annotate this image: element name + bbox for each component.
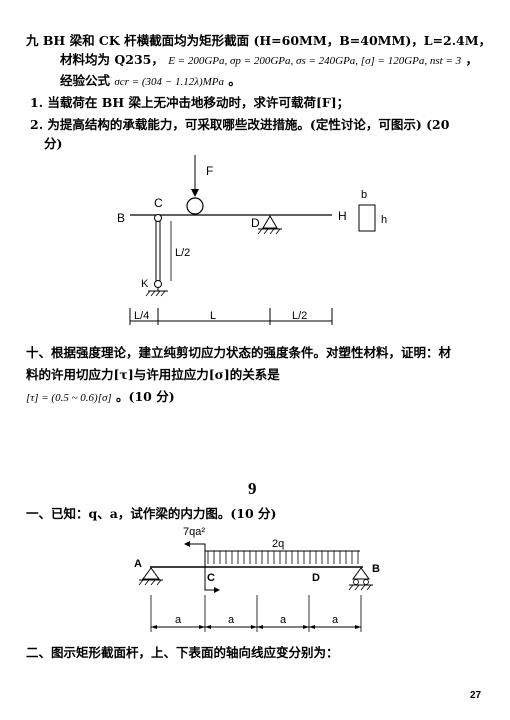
problem9-line3: 经验公式 σcr = (304 − 1.12λ)MPa 。 [60, 73, 241, 90]
problem9-material: 材料均为 Q235， [60, 52, 164, 67]
problem10-line2: 料的许用切应力[τ]与许用拉应力[σ]的关系是 [26, 367, 280, 382]
problem9-line1: 九 BH 梁和 CK 杆横截面均为矩形截面 (H=60MM，B=40MM)，L=… [26, 33, 492, 48]
label-A: A [134, 558, 142, 570]
problem9-question1: 1. 当载荷在 BH 梁上无冲击地移动时，求许可载荷[F]； [30, 95, 350, 110]
label-b: b [361, 189, 367, 201]
load-label: 2q [272, 538, 284, 550]
figure1-beam-column: F B H C K L/2 D b h [117, 155, 387, 325]
problem9-line2: 材料均为 Q235， E = 200GPa, σp = 200GPa, σs =… [60, 52, 478, 69]
dim-a4: a [332, 614, 339, 626]
dim-quarter: L/4 [134, 310, 149, 322]
problem10-line1: 十、根据强度理论，建立纯剪切应力状态的强度条件。对塑性材料，证明：材 [26, 345, 452, 360]
dim-L: L [210, 310, 216, 322]
label-F: F [206, 164, 213, 178]
label-K: K [141, 278, 149, 290]
problem9-properties-formula: E = 200GPa, σp = 200GPa, σs = 240GPa, [σ… [168, 55, 462, 67]
label-D: D [251, 216, 260, 230]
problem9-question2-cont: 分) [44, 136, 63, 151]
label-h: h [381, 214, 387, 226]
label-B2: B [372, 563, 380, 575]
label-D2: D [312, 572, 320, 584]
problem-a-line: 一、已知：q、a，试作梁的内力图。(10 分) [26, 506, 277, 521]
problem9-line3-end: 。 [228, 73, 241, 88]
problem-b-line: 二、图示矩形截面杆，上、下表面的轴向线应变分别为： [26, 645, 339, 660]
problem9-question2: 2. 为提高结构的承载能力，可采取哪些改进措施。(定性讨论，可图示) (20 [30, 117, 450, 132]
problem10-line3-end: 。(10 分) [116, 389, 175, 404]
problem9-empirical-label: 经验公式 [60, 73, 111, 88]
label-C: C [154, 196, 163, 210]
dim-a1: a [175, 614, 182, 626]
problem10-line3: [τ] = (0.5 ~ 0.6)[σ] 。(10 分) [26, 389, 175, 406]
label-B: B [117, 211, 125, 225]
problem9-empirical-formula: σcr = (304 − 1.12λ)MPa [114, 76, 225, 88]
page-number: 27 [470, 690, 482, 701]
section-number: 9 [248, 479, 257, 498]
dim-a3: a [280, 614, 287, 626]
label-H: H [338, 209, 347, 223]
figure2-beam: 7qa² 2q A [134, 526, 380, 632]
label-column-length: L/2 [175, 247, 190, 259]
dim-a2: a [228, 614, 235, 626]
label-C2: C [207, 572, 215, 584]
problem10-relation-formula: [τ] = (0.5 ~ 0.6)[σ] [26, 392, 112, 404]
moment-label: 7qa² [183, 526, 205, 538]
problem9-line2-end: ， [465, 52, 479, 67]
dim-half: L/2 [292, 310, 307, 322]
